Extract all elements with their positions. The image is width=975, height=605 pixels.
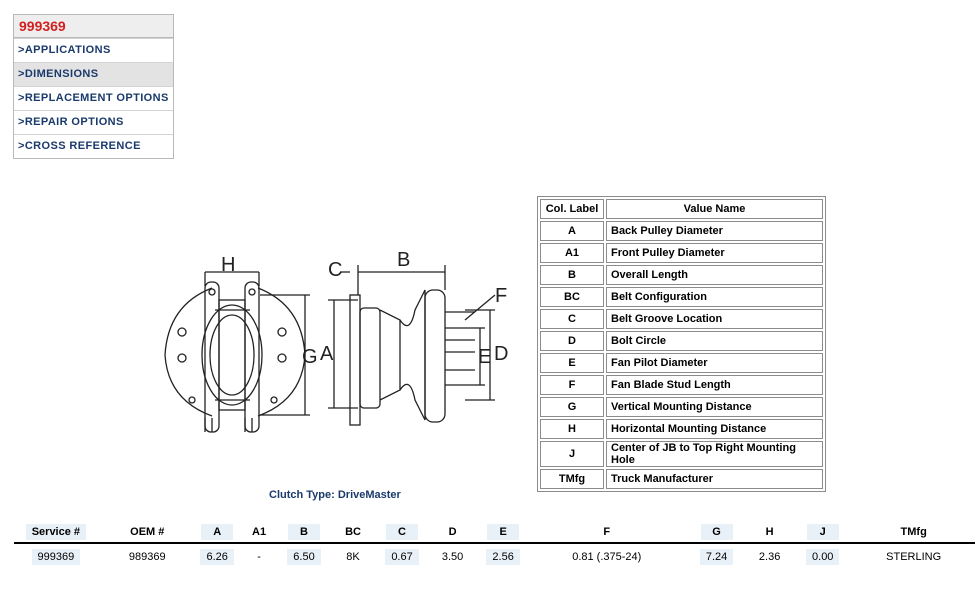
spec-header: BC [345,526,361,538]
spec-header: F [603,526,611,538]
spec-value: 989369 [128,551,166,563]
legend-col-label: G [540,397,604,417]
spec-value: 6.26 [200,549,234,565]
clutch-type: Clutch Type: DriveMaster [269,489,401,501]
nav-repair-options[interactable]: >REPAIR OPTIONS [14,110,173,134]
fan-clutch-diagram: H C B F G A E D [164,249,508,433]
spec-header: Service # [25,524,87,540]
dim-label-c: C [328,259,342,281]
legend-value-name: Fan Pilot Diameter [606,353,823,373]
dim-label-d: D [494,343,508,365]
legend-col-label: A [540,221,604,241]
nav-applications[interactable]: >APPLICATIONS [14,38,173,62]
legend-col-label: H [540,419,604,439]
spec-value: 6.50 [287,549,321,565]
spec-row: 999369 989369 6.26 - 6.50 8K 0.67 3.50 2.56 0.81 … [14,543,975,570]
spec-header: J [806,524,839,540]
legend-header-col-label: Col. Label [540,199,604,219]
spec-value: 2.36 [758,551,781,563]
part-nav-menu: 999369 >APPLICATIONS >DIMENSIONS >REPLAC… [13,14,174,159]
legend-value-name: Overall Length [606,265,823,285]
legend-col-label: J [540,441,604,467]
dim-label-b: B [397,249,410,271]
legend-col-label: A1 [540,243,604,263]
spec-value: 2.56 [486,549,520,565]
part-number: 999369 [14,15,173,38]
legend-col-label: F [540,375,604,395]
legend-value-name: Front Pulley Diameter [606,243,823,263]
spec-header: C [386,524,419,540]
legend-value-name: Bolt Circle [606,331,823,351]
side-view [328,265,496,426]
dim-label-g: G [302,346,318,368]
dim-label-a: A [320,343,334,365]
dim-label-e: E [478,346,491,368]
legend-col-label: E [540,353,604,373]
dimension-spec-table: Service # OEM # A A1 B BC C D E F G H J TMfg 999369 98… [14,522,975,570]
spec-value: 999369 [31,549,81,565]
spec-header: H [765,526,774,538]
legend-col-label: TMfg [540,469,604,489]
spec-header: OEM # [130,526,165,538]
front-view [164,271,306,433]
legend-header-value-name: Value Name [606,199,823,219]
nav-cross-reference[interactable]: >CROSS REFERENCE [14,134,173,158]
legend-value-name: Horizontal Mounting Distance [606,419,823,439]
spec-header: A1 [252,526,267,538]
spec-header: E [487,524,520,540]
spec-value: 8K [346,551,360,563]
spec-value: 7.24 [699,549,734,565]
spec-value: 0.00 [806,549,840,565]
legend-col-label: BC [540,287,604,307]
dim-label-h: H [221,254,235,276]
legend-col-label: B [540,265,604,285]
nav-replacement-options[interactable]: >REPLACEMENT OPTIONS [14,86,173,110]
legend-col-label: D [540,331,604,351]
legend-value-name: Vertical Mounting Distance [606,397,823,417]
legend-value-name: Truck Manufacturer [606,469,823,489]
spec-value: 0.81 (.375-24) [572,551,642,563]
spec-header: A [201,524,234,540]
spec-value: STERLING [886,551,942,563]
spec-header: B [288,524,320,540]
spec-header: D [448,526,457,538]
spec-header: TMfg [900,526,927,538]
legend-value-name: Back Pulley Diameter [606,221,823,241]
nav-dimensions[interactable]: >DIMENSIONS [14,62,173,86]
legend-value-name: Fan Blade Stud Length [606,375,823,395]
legend-value-name: Center of JB to Top Right Mounting Hole [606,441,823,467]
legend-value-name: Belt Groove Location [606,309,823,329]
spec-value: - [257,551,261,563]
legend-value-name: Belt Configuration [606,287,823,307]
spec-value: 0.67 [385,549,419,565]
spec-value: 3.50 [441,551,464,563]
spec-header: G [700,524,733,540]
legend-col-label: C [540,309,604,329]
dim-label-f: F [495,285,507,307]
